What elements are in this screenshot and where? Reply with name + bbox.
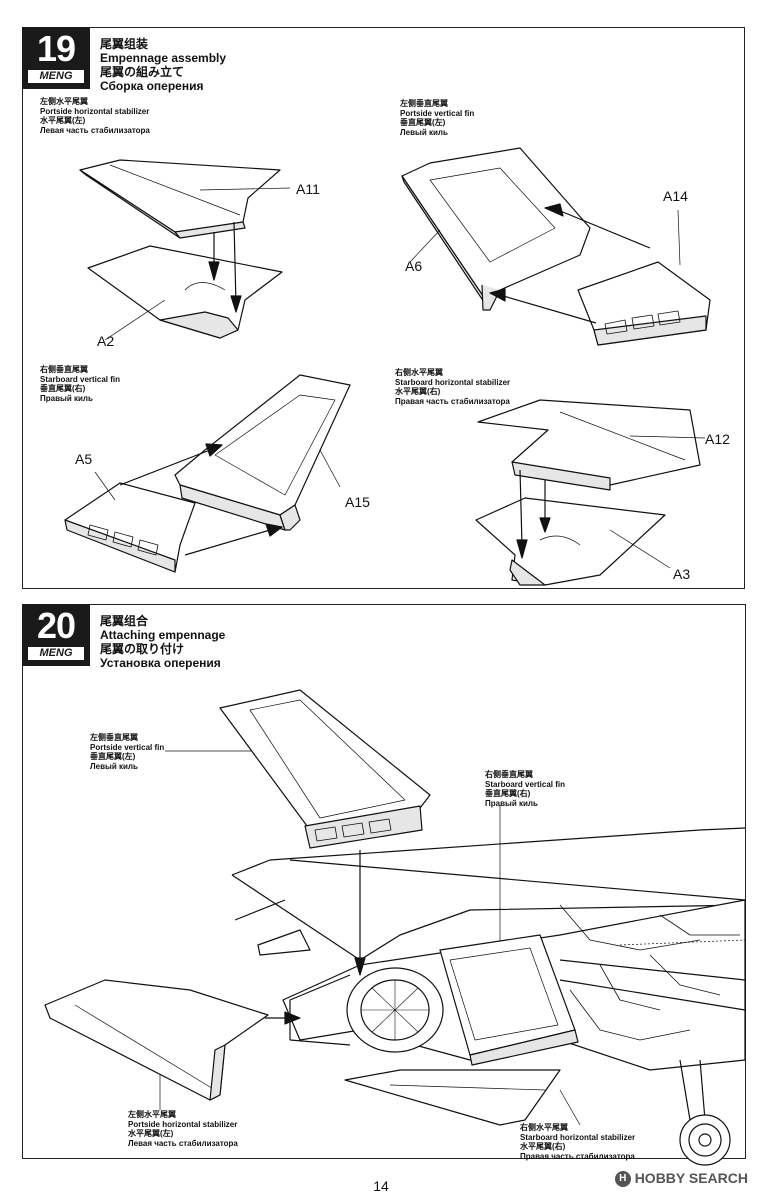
starboard-vertical-fin bbox=[439, 934, 579, 1066]
label-portside-horizontal-stabilizer: 左侧水平尾翼 Portside horizontal stabilizer 水平… bbox=[128, 1110, 238, 1148]
step-19-drawing bbox=[64, 147, 711, 586]
label-starboard-vertical-fin: 右侧垂直尾翼 Starboard vertical fin 垂直尾翼(右) Пр… bbox=[485, 770, 566, 808]
part-a12-shape bbox=[477, 399, 706, 491]
sub-label-starboard-vertical: 右侧垂直尾翼 Starboard vertical fin 垂直尾翼(右) Пр… bbox=[40, 365, 121, 403]
brand-logo: MENG bbox=[28, 647, 84, 660]
portside-vertical-fin bbox=[219, 689, 431, 849]
title-en: Empennage assembly bbox=[100, 51, 227, 65]
starboard-horizontal-stabilizer bbox=[344, 1069, 561, 1126]
sub-label-portside-vertical: 左侧垂直尾翼 Portside vertical fin 垂直尾翼(左) Лев… bbox=[400, 99, 475, 137]
landing-gear bbox=[679, 1059, 731, 1166]
assembly-arrows-a12-a3 bbox=[516, 469, 551, 559]
title-en: Attaching empennage bbox=[100, 628, 226, 642]
title-zh: 尾翼组合 bbox=[100, 614, 149, 628]
part-a5-shape bbox=[64, 471, 196, 573]
brand-logo: MENG bbox=[28, 70, 84, 83]
step-number: 20 bbox=[36, 605, 76, 646]
sub-label-portside-horizontal: 左侧水平尾翼 Portside horizontal stabilizer 水平… bbox=[40, 97, 150, 135]
portside-horizontal-stabilizer bbox=[44, 979, 269, 1101]
part-a14-shape bbox=[577, 209, 711, 346]
step-badge: 20 MENG bbox=[22, 604, 90, 666]
part-a15-shape bbox=[174, 374, 351, 531]
part-label-a12: A12 bbox=[705, 431, 730, 447]
page-number: 14 bbox=[373, 1178, 389, 1194]
step-20-panel: 20 MENG 尾翼组合 Attaching empennage 尾翼の取り付け… bbox=[22, 604, 746, 1159]
step-badge: 19 MENG bbox=[22, 27, 90, 89]
part-a6-shape bbox=[401, 147, 591, 311]
part-a2-shape bbox=[87, 245, 283, 341]
part-label-a6: A6 bbox=[405, 258, 423, 274]
assembly-arrows-a5-a15 bbox=[119, 443, 283, 556]
step-title: 尾翼组合 Attaching empennage 尾翼の取り付け Установ… bbox=[100, 614, 225, 670]
part-a3-shape bbox=[475, 497, 671, 586]
step-title: 尾翼组装 Empennage assembly 尾翼の組み立て Сборка о… bbox=[100, 37, 226, 93]
part-label-a11: A11 bbox=[296, 181, 320, 197]
part-label-a3: A3 bbox=[673, 566, 691, 582]
part-label-a14: A14 bbox=[663, 188, 688, 204]
title-ja: 尾翼の組み立て bbox=[100, 65, 185, 79]
engine-nozzle bbox=[289, 967, 444, 1053]
part-label-a5: A5 bbox=[75, 451, 93, 467]
assembly-arrows-a14-a6 bbox=[489, 203, 651, 324]
title-ja: 尾翼の取り付け bbox=[100, 642, 185, 656]
label-starboard-horizontal-stabilizer: 右侧水平尾翼 Starboard horizontal stabilizer 水… bbox=[520, 1123, 636, 1161]
label-portside-vertical-fin: 左侧垂直尾翼 Portside vertical fin 垂直尾翼(左) Лев… bbox=[90, 733, 165, 771]
step-number: 19 bbox=[36, 28, 76, 69]
part-label-a15: A15 bbox=[345, 494, 370, 510]
part-a11-shape bbox=[79, 159, 291, 239]
title-zh: 尾翼组装 bbox=[100, 37, 149, 51]
title-ru: Сборка оперения bbox=[100, 79, 204, 93]
sub-label-starboard-horizontal: 右侧水平尾翼 Starboard horizontal stabilizer 水… bbox=[395, 368, 511, 406]
title-ru: Установка оперения bbox=[100, 656, 221, 670]
assembly-arrows-a11-a2 bbox=[208, 221, 242, 313]
logo-icon: H bbox=[614, 1171, 631, 1188]
